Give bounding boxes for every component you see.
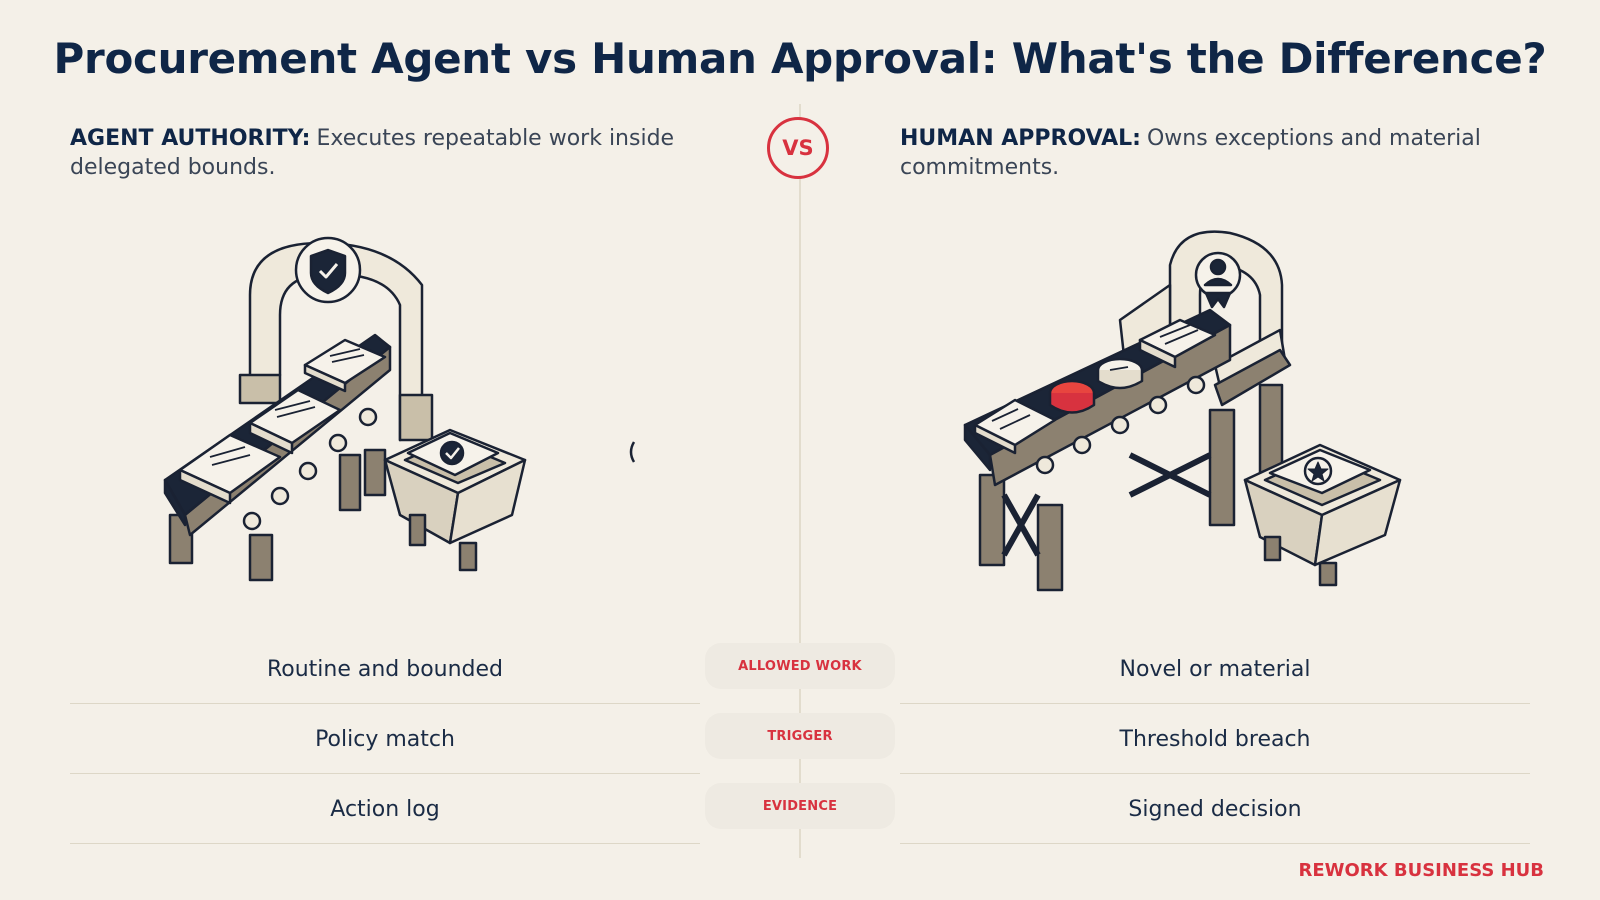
human-approval-text: Owns exceptions and material commitments… xyxy=(900,126,1481,180)
human-approval-label: HUMAN APPROVAL: xyxy=(900,126,1141,151)
agent-authority-label: AGENT AUTHORITY: xyxy=(70,126,311,151)
agent-conveyor-illustration xyxy=(163,236,527,582)
criterion-evidence: EVIDENCE xyxy=(705,783,895,829)
center-divider xyxy=(799,104,801,858)
human-conveyor-illustration xyxy=(963,230,1402,592)
human-approval-description: HUMAN APPROVAL:Owns exceptions and mater… xyxy=(900,124,1520,182)
human-trigger: Threshold breach xyxy=(900,706,1530,774)
vs-badge: VS xyxy=(767,117,829,179)
criterion-allowed-work: ALLOWED WORK xyxy=(705,643,895,689)
agent-authority-description: AGENT AUTHORITY:Executes repeatable work… xyxy=(70,124,690,182)
agent-authority-text: Executes repeatable work inside delegate… xyxy=(70,126,675,180)
partial-mark xyxy=(629,441,636,463)
agent-allowed-work: Routine and bounded xyxy=(70,636,700,704)
agent-trigger: Policy match xyxy=(70,706,700,774)
agent-evidence: Action log xyxy=(70,776,700,844)
criterion-trigger: TRIGGER xyxy=(705,713,895,759)
human-evidence: Signed decision xyxy=(900,776,1530,844)
page-title: Procurement Agent vs Human Approval: Wha… xyxy=(53,34,1547,83)
brand-footer: REWORK BUSINESS HUB xyxy=(1298,860,1544,881)
human-allowed-work: Novel or material xyxy=(900,636,1530,704)
